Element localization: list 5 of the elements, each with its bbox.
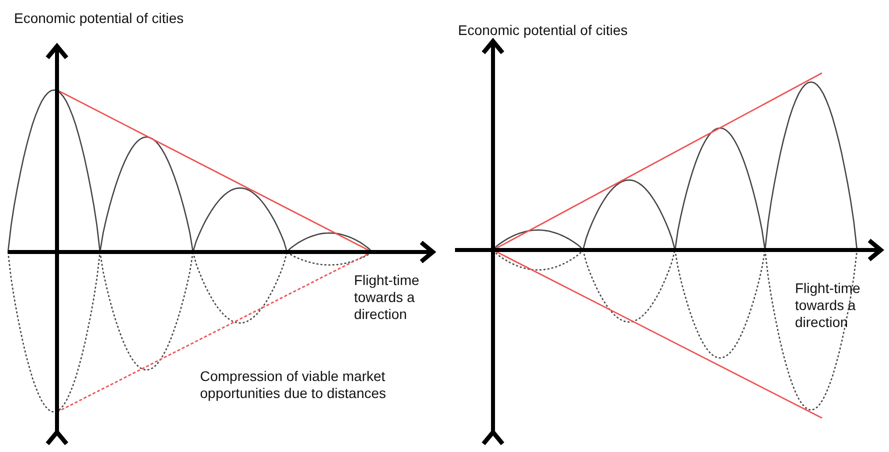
- axis-label: Flight-time towards a direction: [795, 280, 862, 331]
- axis-label: Economic potential of cities: [14, 10, 185, 27]
- axis-label: Flight-time towards a direction: [354, 272, 420, 323]
- axis-label: Economic potential of cities: [458, 22, 629, 39]
- annotation-text: Compression of viable market opportunities due to distances: [200, 368, 388, 402]
